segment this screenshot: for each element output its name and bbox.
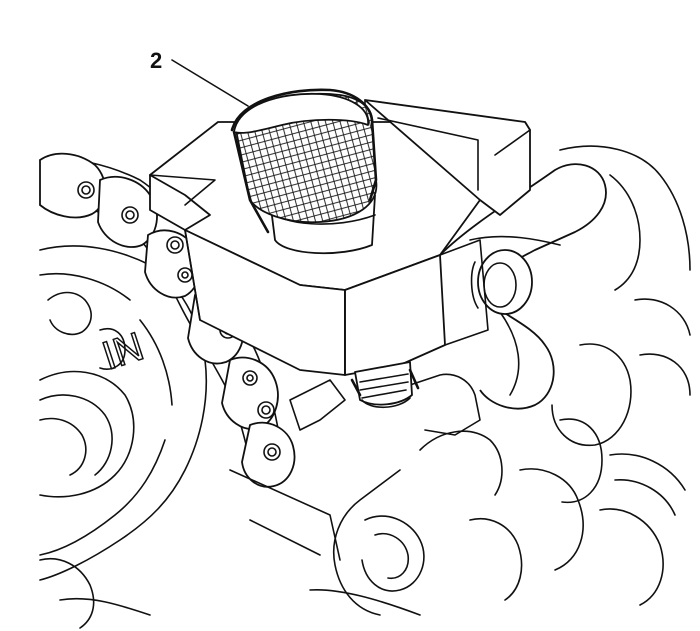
engine-casting [39, 145, 691, 629]
knurled-knob [230, 88, 378, 255]
chain-link-3 [144, 229, 202, 299]
chain-link-2 [97, 175, 158, 248]
chain-link-6 [241, 421, 296, 488]
callout-2: 2 [150, 48, 249, 107]
block-rear-step [364, 99, 531, 216]
intake-camshaft-sprocket [39, 245, 208, 581]
sprocket-marking-in: IN [97, 324, 149, 378]
callout-leader-line [171, 59, 249, 107]
callout-label: 2 [150, 48, 162, 73]
tool-clamp-wing [439, 163, 607, 410]
chain-link-5 [221, 356, 279, 430]
threaded-stem [350, 361, 420, 409]
